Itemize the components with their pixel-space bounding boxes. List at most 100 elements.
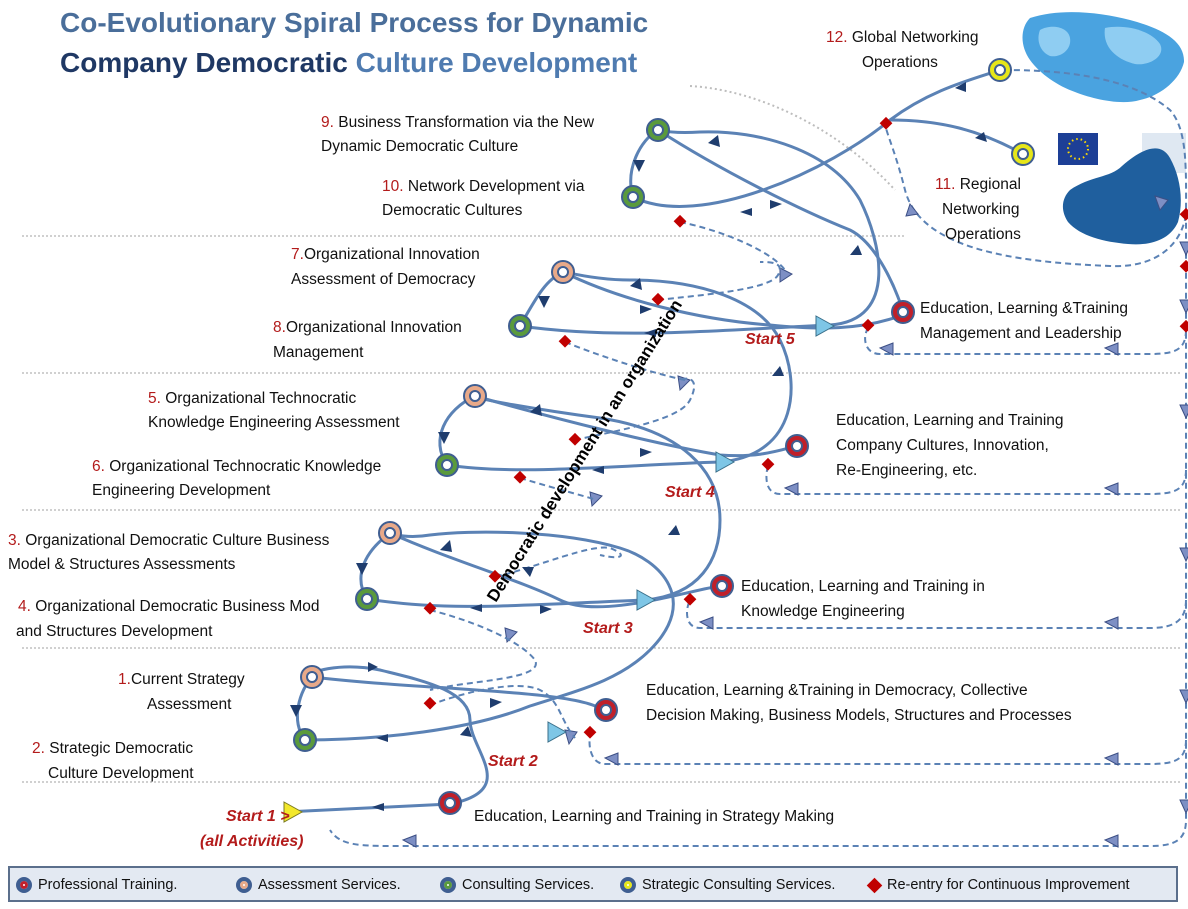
dashed-arrowhead bbox=[401, 834, 417, 848]
stage-12-label-b: Operations bbox=[862, 54, 938, 71]
legend-strategic: Strategic Consulting Services. bbox=[620, 872, 835, 898]
stage-3-text-a: Organizational Democratic Culture Busine… bbox=[25, 532, 330, 549]
return-line-11 bbox=[884, 125, 1187, 268]
stage-5-text-a: Organizational Technocratic bbox=[165, 390, 357, 407]
stage-9-label-b: Dynamic Democratic Culture bbox=[321, 138, 519, 155]
stage-2-number: 2. bbox=[32, 740, 45, 757]
dashed-arrowhead bbox=[603, 752, 619, 766]
path-arrowhead bbox=[368, 662, 378, 672]
stage-6-label: 6. Organizational Technocratic Knowledge bbox=[92, 455, 381, 479]
return-line-3 bbox=[686, 599, 1187, 629]
dashed-arrowhead bbox=[779, 267, 793, 283]
professional-training-node bbox=[891, 300, 915, 324]
reentry-diamond bbox=[488, 569, 502, 583]
return-line-4 bbox=[765, 465, 1187, 495]
stage-12-label: 12. Global Networking bbox=[826, 26, 979, 50]
stage-12-text-a: Global Networking bbox=[851, 29, 979, 46]
title-part-dark: Company Democratic bbox=[60, 47, 348, 78]
dashed-arrowhead bbox=[1103, 834, 1119, 848]
start-5-label: Start 5 bbox=[745, 331, 795, 348]
stage-4-label: 4. Organizational Democratic Business Mo… bbox=[18, 595, 320, 619]
assessment-node bbox=[378, 521, 402, 545]
education-5-label-b: Management and Leadership bbox=[920, 325, 1122, 342]
path-arrowhead bbox=[640, 448, 652, 457]
legend-professional-label: Professional Training. bbox=[38, 877, 178, 893]
stage-2-text-a: Strategic Democratic bbox=[49, 740, 194, 757]
spiral-path-2 bbox=[311, 675, 604, 712]
stage-6-number: 6. bbox=[92, 458, 105, 475]
path-arrowhead bbox=[772, 366, 784, 376]
spiral-path-1 bbox=[284, 665, 489, 814]
stage-11-label-c: Operations bbox=[945, 226, 1021, 243]
inner-dashed-link bbox=[657, 261, 781, 301]
stage-10-number: 10. bbox=[382, 178, 404, 195]
path-arrowhead bbox=[633, 160, 645, 172]
start-2-label: Start 2 bbox=[488, 753, 538, 770]
start4-triangle bbox=[715, 451, 736, 473]
path-arrowhead bbox=[372, 803, 384, 811]
start-markers bbox=[283, 315, 836, 823]
title-part-light: Culture Development bbox=[355, 47, 638, 78]
path-arrowhead bbox=[290, 705, 302, 717]
stage-11-label-b: Networking bbox=[942, 201, 1020, 218]
education-1-label: Education, Learning and Training in Stra… bbox=[474, 808, 835, 825]
start2-triangle bbox=[547, 721, 568, 743]
return-line-right bbox=[329, 69, 1188, 847]
stage-10-text-a: Network Development via bbox=[407, 178, 585, 195]
consulting-node bbox=[435, 453, 459, 477]
reentry-diamond bbox=[423, 696, 437, 710]
education-3-label-a: Education, Learning and Training in bbox=[741, 578, 985, 595]
spiral-path-9 bbox=[657, 128, 905, 313]
path-arrowhead bbox=[460, 726, 472, 737]
dashed-arrowhead bbox=[1103, 616, 1119, 630]
legend-professional: Professional Training. bbox=[16, 872, 177, 898]
dashed-arrowhead bbox=[1179, 689, 1188, 705]
path-arrowhead bbox=[708, 135, 720, 147]
stage-8-label: 8.Organizational Innovation bbox=[273, 316, 462, 340]
title-dotted-curve bbox=[689, 85, 896, 191]
path-arrowhead bbox=[644, 329, 656, 337]
reentry-diamond bbox=[761, 457, 775, 471]
stage-7-number: 7. bbox=[291, 246, 304, 263]
start-4-label: Start 4 bbox=[665, 484, 715, 501]
diagram-title-line1: Co-Evolutionary Spiral Process for Dynam… bbox=[60, 7, 649, 38]
education-4-label-c: Re-Engineering, etc. bbox=[836, 462, 978, 479]
stage-12-number: 12. bbox=[826, 29, 848, 46]
start-1-label: Start 1 > bbox=[226, 808, 290, 825]
assessment-node bbox=[551, 260, 575, 284]
professional-ring-icon bbox=[16, 877, 32, 893]
dashed-arrowhead bbox=[1179, 547, 1188, 563]
start3-triangle bbox=[636, 589, 657, 611]
stage-5-label-b: Knowledge Engineering Assessment bbox=[148, 414, 400, 431]
reentry-diamond bbox=[1179, 207, 1188, 221]
stage-4-label-b: and Structures Development bbox=[16, 623, 213, 640]
reentry-diamond bbox=[583, 725, 597, 739]
spiral-path-10 bbox=[632, 68, 1001, 208]
stage-4-number: 4. bbox=[18, 598, 31, 615]
reentry-diamond-icon bbox=[866, 877, 883, 893]
strategic-consulting-node bbox=[988, 58, 1012, 82]
reentry-diamond bbox=[1179, 319, 1188, 333]
return-line-5 bbox=[864, 327, 1187, 355]
reentry-diamond bbox=[423, 601, 437, 615]
dashed-arrowhead bbox=[783, 482, 799, 496]
consulting-ring-icon bbox=[440, 877, 456, 893]
consulting-node bbox=[621, 185, 645, 209]
path-arrowhead bbox=[850, 245, 862, 255]
path-arrowhead bbox=[955, 82, 966, 92]
strategic-consulting-node bbox=[1011, 142, 1035, 166]
inner-dashed-link bbox=[679, 221, 786, 271]
ring-nodes bbox=[293, 58, 1035, 815]
stage-8-number: 8. bbox=[273, 319, 286, 336]
dashed-arrowhead bbox=[1179, 404, 1188, 420]
dashed-arrowhead bbox=[698, 616, 714, 630]
stage-1-label: 1.Current Strategy bbox=[118, 668, 245, 692]
path-arrowhead bbox=[630, 278, 642, 290]
stage-7-label-b: Assessment of Democracy bbox=[291, 271, 476, 288]
dashed-arrowhead bbox=[878, 342, 894, 356]
dashed-arrowhead bbox=[504, 627, 518, 644]
spiral-path-2c bbox=[304, 530, 675, 742]
dashed-arrowhead bbox=[1179, 241, 1188, 257]
professional-training-node bbox=[710, 574, 734, 598]
